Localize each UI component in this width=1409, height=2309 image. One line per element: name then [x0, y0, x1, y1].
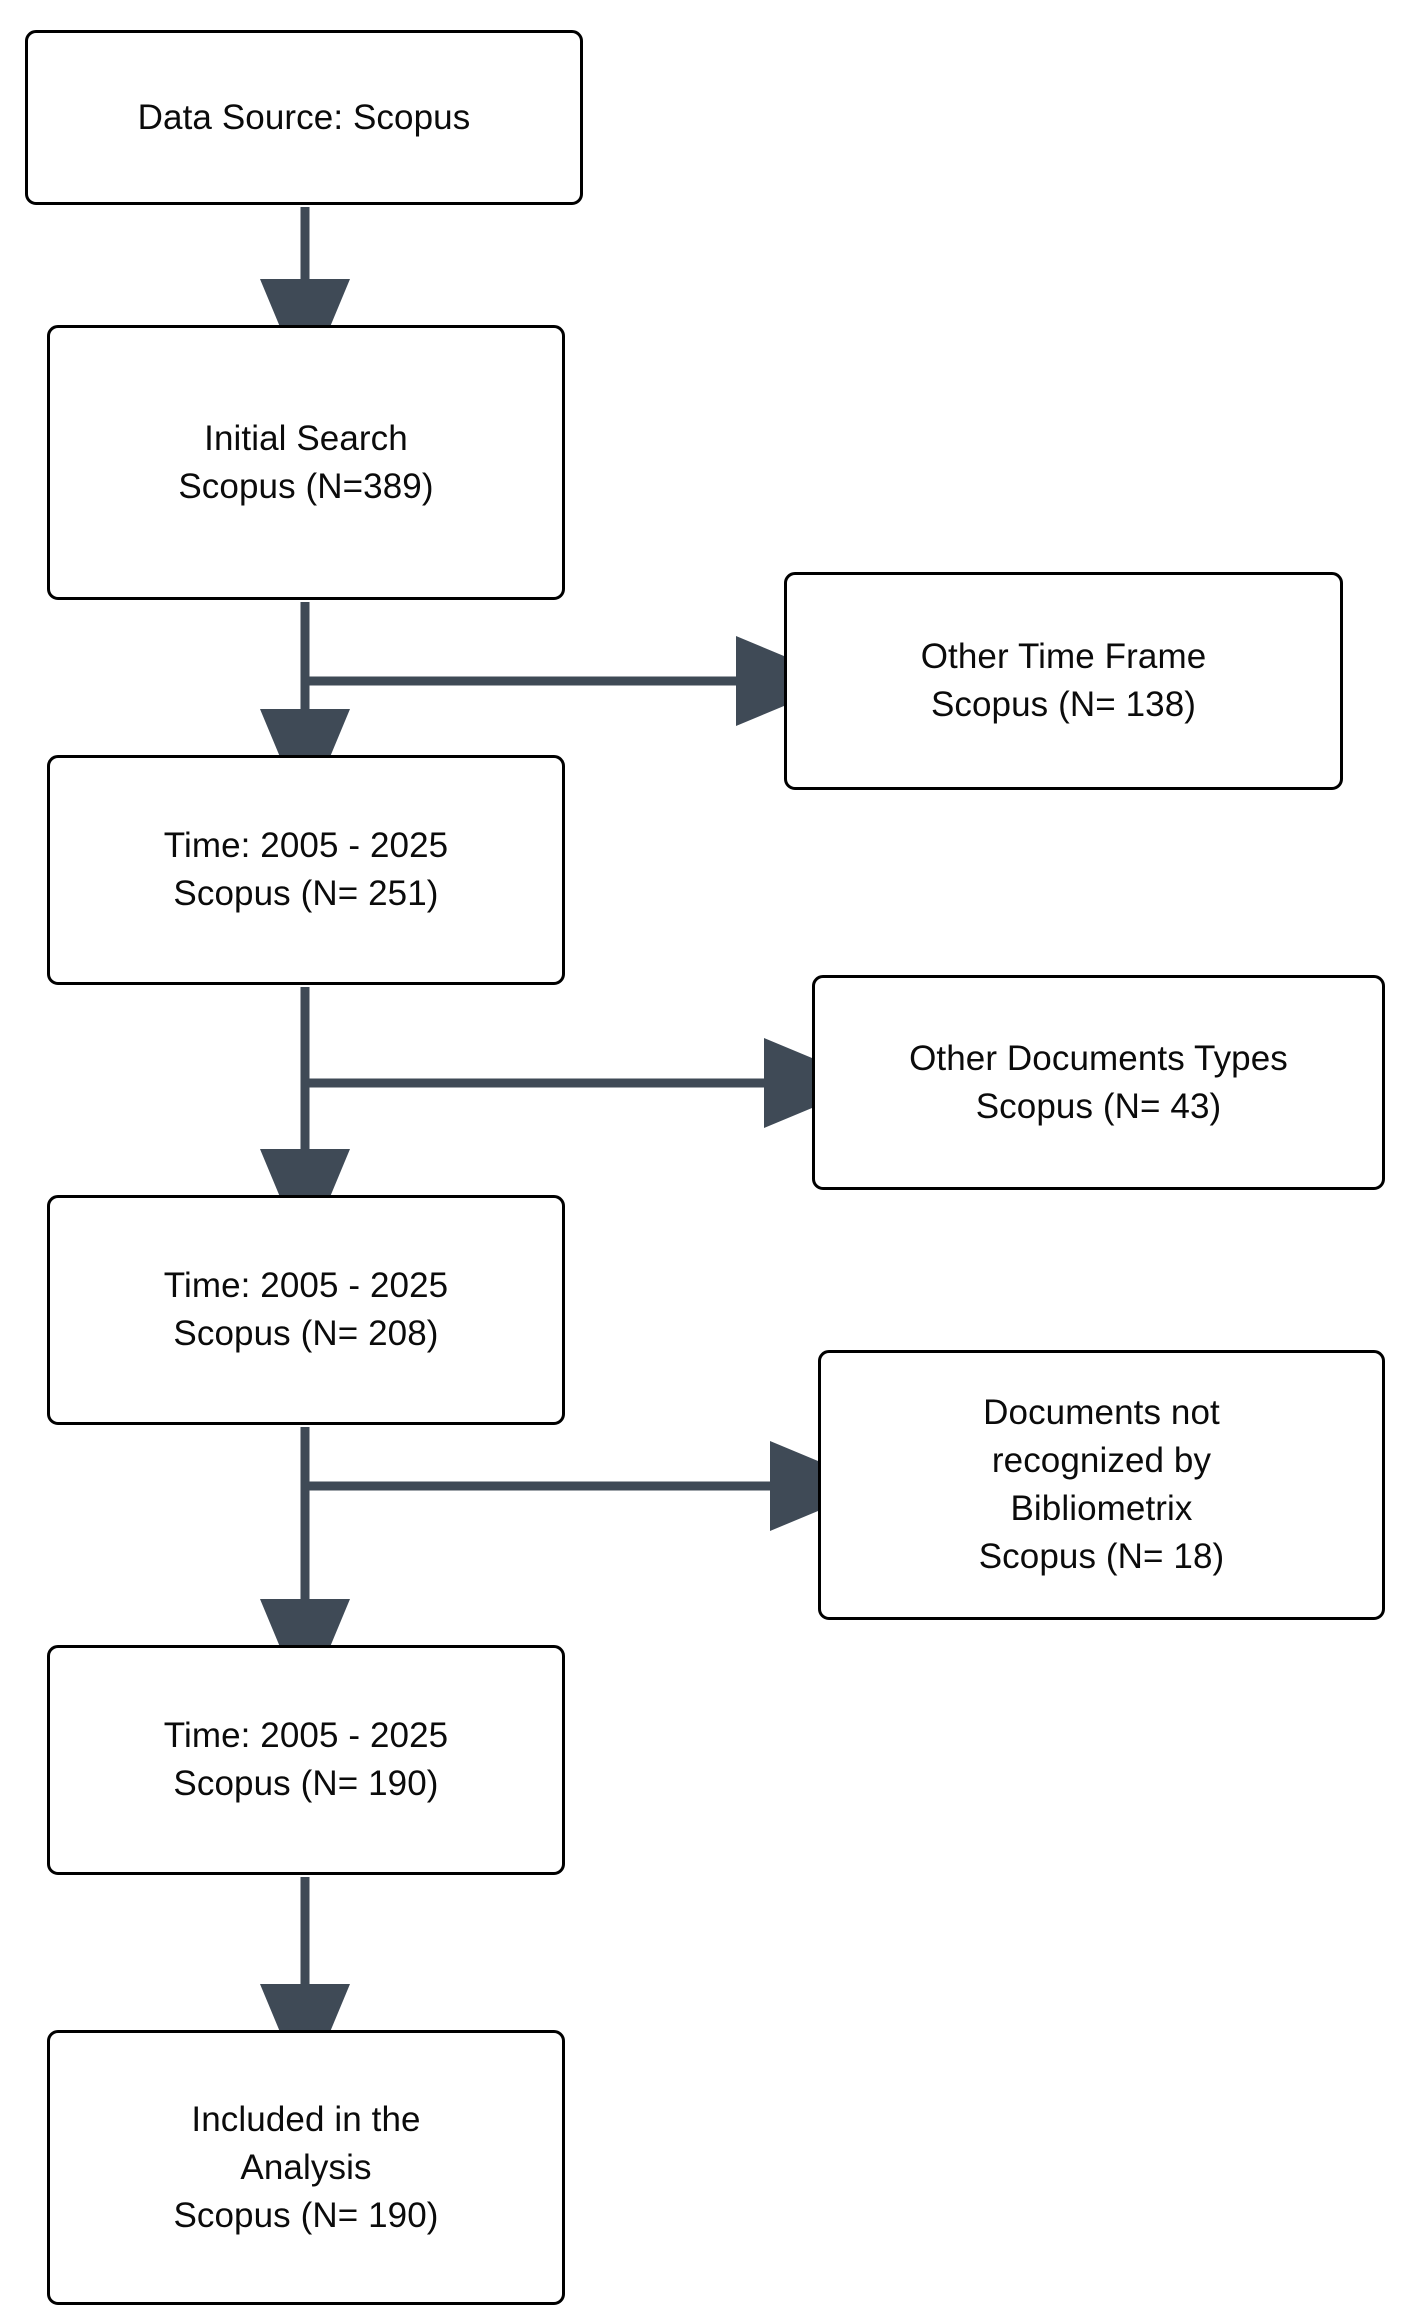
node-included-analysis-label: Included in the Analysis Scopus (N= 190) [173, 2099, 439, 2235]
node-initial-search[interactable]: Initial Search Scopus (N=389) [47, 325, 565, 600]
node-data-source[interactable]: Data Source: Scopus [25, 30, 583, 205]
node-excluded-time-frame-label: Other Time Frame Scopus (N= 138) [920, 637, 1207, 724]
node-data-source-label: Data Source: Scopus [137, 97, 471, 137]
node-excluded-doc-types[interactable]: Other Documents Types Scopus (N= 43) [812, 975, 1385, 1190]
node-included-analysis[interactable]: Included in the Analysis Scopus (N= 190) [47, 2030, 565, 2305]
node-time-filter-190-label: Time: 2005 - 2025 Scopus (N= 190) [163, 1716, 449, 1803]
node-excluded-doc-types-label: Other Documents Types Scopus (N= 43) [909, 1038, 1288, 1126]
node-excluded-not-recognized[interactable]: Documents not recognized by Bibliometrix… [818, 1350, 1385, 1620]
node-time-filter-208-label: Time: 2005 - 2025 Scopus (N= 208) [163, 1266, 449, 1353]
node-time-filter-251[interactable]: Time: 2005 - 2025 Scopus (N= 251) [47, 755, 565, 985]
node-excluded-not-recognized-label: Documents not recognized by Bibliometrix… [978, 1393, 1225, 1576]
node-time-filter-190[interactable]: Time: 2005 - 2025 Scopus (N= 190) [47, 1645, 565, 1875]
node-time-filter-251-label: Time: 2005 - 2025 Scopus (N= 251) [163, 826, 449, 913]
node-time-filter-208[interactable]: Time: 2005 - 2025 Scopus (N= 208) [47, 1195, 565, 1425]
node-excluded-time-frame[interactable]: Other Time Frame Scopus (N= 138) [784, 572, 1343, 790]
node-initial-search-label: Initial Search Scopus (N=389) [178, 418, 434, 506]
